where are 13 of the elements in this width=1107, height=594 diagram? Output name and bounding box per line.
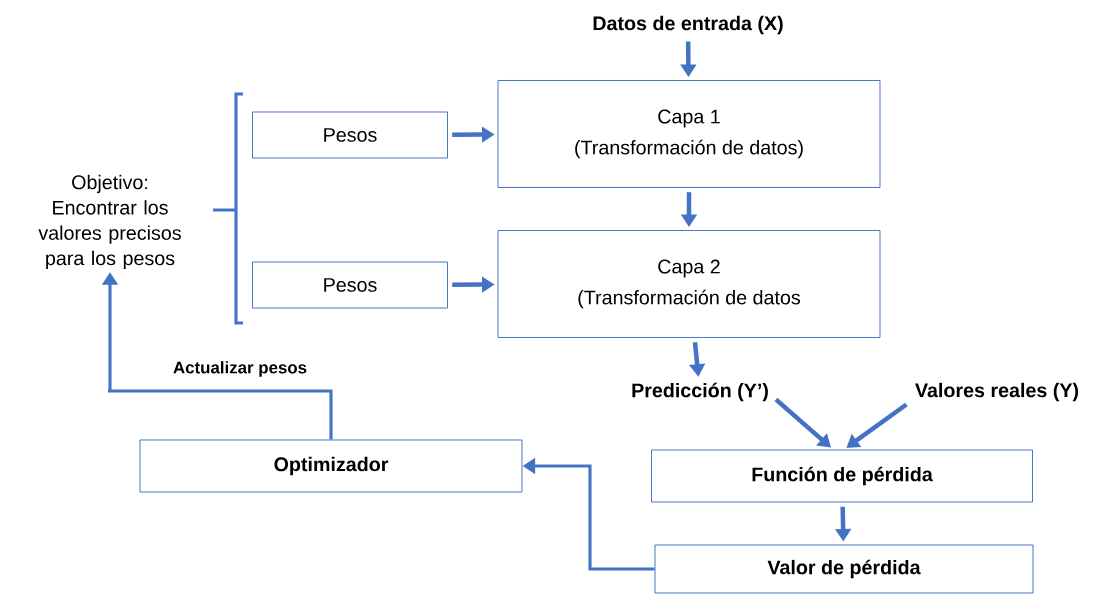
text-label: Datos de entrada (X) — [593, 15, 783, 35]
process-box: Capa 2 (Transformación de datos — [497, 230, 881, 338]
process-box: Optimizador — [139, 439, 523, 493]
text-label: Valores reales (Y) — [915, 382, 1079, 402]
edge-label: Actualizar pesos — [171, 359, 309, 379]
arrow — [774, 397, 831, 448]
process-box: Capa 1 (Transformación de datos) — [497, 80, 881, 188]
process-box: Función de pérdida — [651, 449, 1033, 503]
process-box: Pesos — [252, 111, 448, 159]
process-box: Pesos — [252, 261, 448, 309]
process-box: Valor de pérdida — [654, 544, 1034, 594]
text-label: Predicción (Y’) — [632, 382, 768, 402]
text-label: Objetivo: Encontrar los valores precisos para los pesos — [38, 174, 181, 270]
